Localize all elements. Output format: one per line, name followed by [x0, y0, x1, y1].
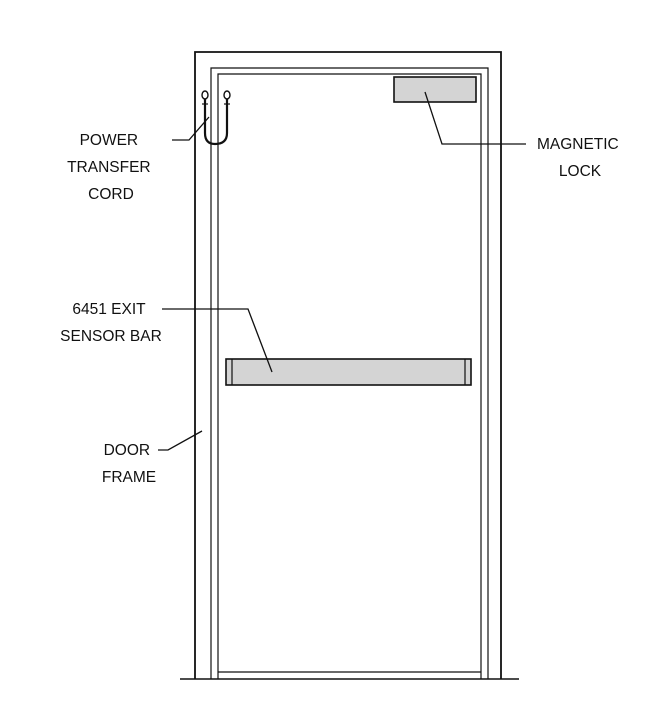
power-transfer-cord-label: POWER TRANSFER CORD [67, 132, 155, 203]
power-transfer-cord-label-line-3: CORD [88, 186, 134, 203]
door-frame-label-line-2: FRAME [102, 469, 156, 486]
exit-sensor-bar [225, 358, 472, 386]
door-frame-outer [194, 51, 502, 679]
power-transfer-cord-label-line-1: POWER [80, 132, 139, 149]
exit-sensor-bar-label: 6451 EXIT SENSOR BAR [60, 301, 162, 345]
door-frame-label-line-1: DOOR [104, 442, 151, 459]
exit-sensor-bar-label-line-1: 6451 EXIT [72, 301, 146, 318]
exit-sensor-bar-label-line-2: SENSOR BAR [60, 328, 162, 345]
magnetic-lock-label-line-2: LOCK [559, 163, 602, 180]
power-transfer-cord [201, 90, 231, 146]
leader-magnetic-lock [424, 91, 526, 145]
leader-door-frame [158, 430, 203, 451]
magnetic-lock-label: MAGNETIC LOCK [537, 136, 623, 180]
power-transfer-cord-label-line-2: TRANSFER [67, 159, 151, 176]
door-frame-inner [210, 67, 489, 679]
door-frame-label: DOOR FRAME [102, 442, 156, 486]
door-leaf [217, 73, 482, 679]
leader-exit-sensor-bar [162, 308, 273, 373]
magnetic-lock-label-line-1: MAGNETIC [537, 136, 619, 153]
leader-power-transfer-cord [172, 116, 210, 141]
magnetic-lock [393, 76, 477, 103]
